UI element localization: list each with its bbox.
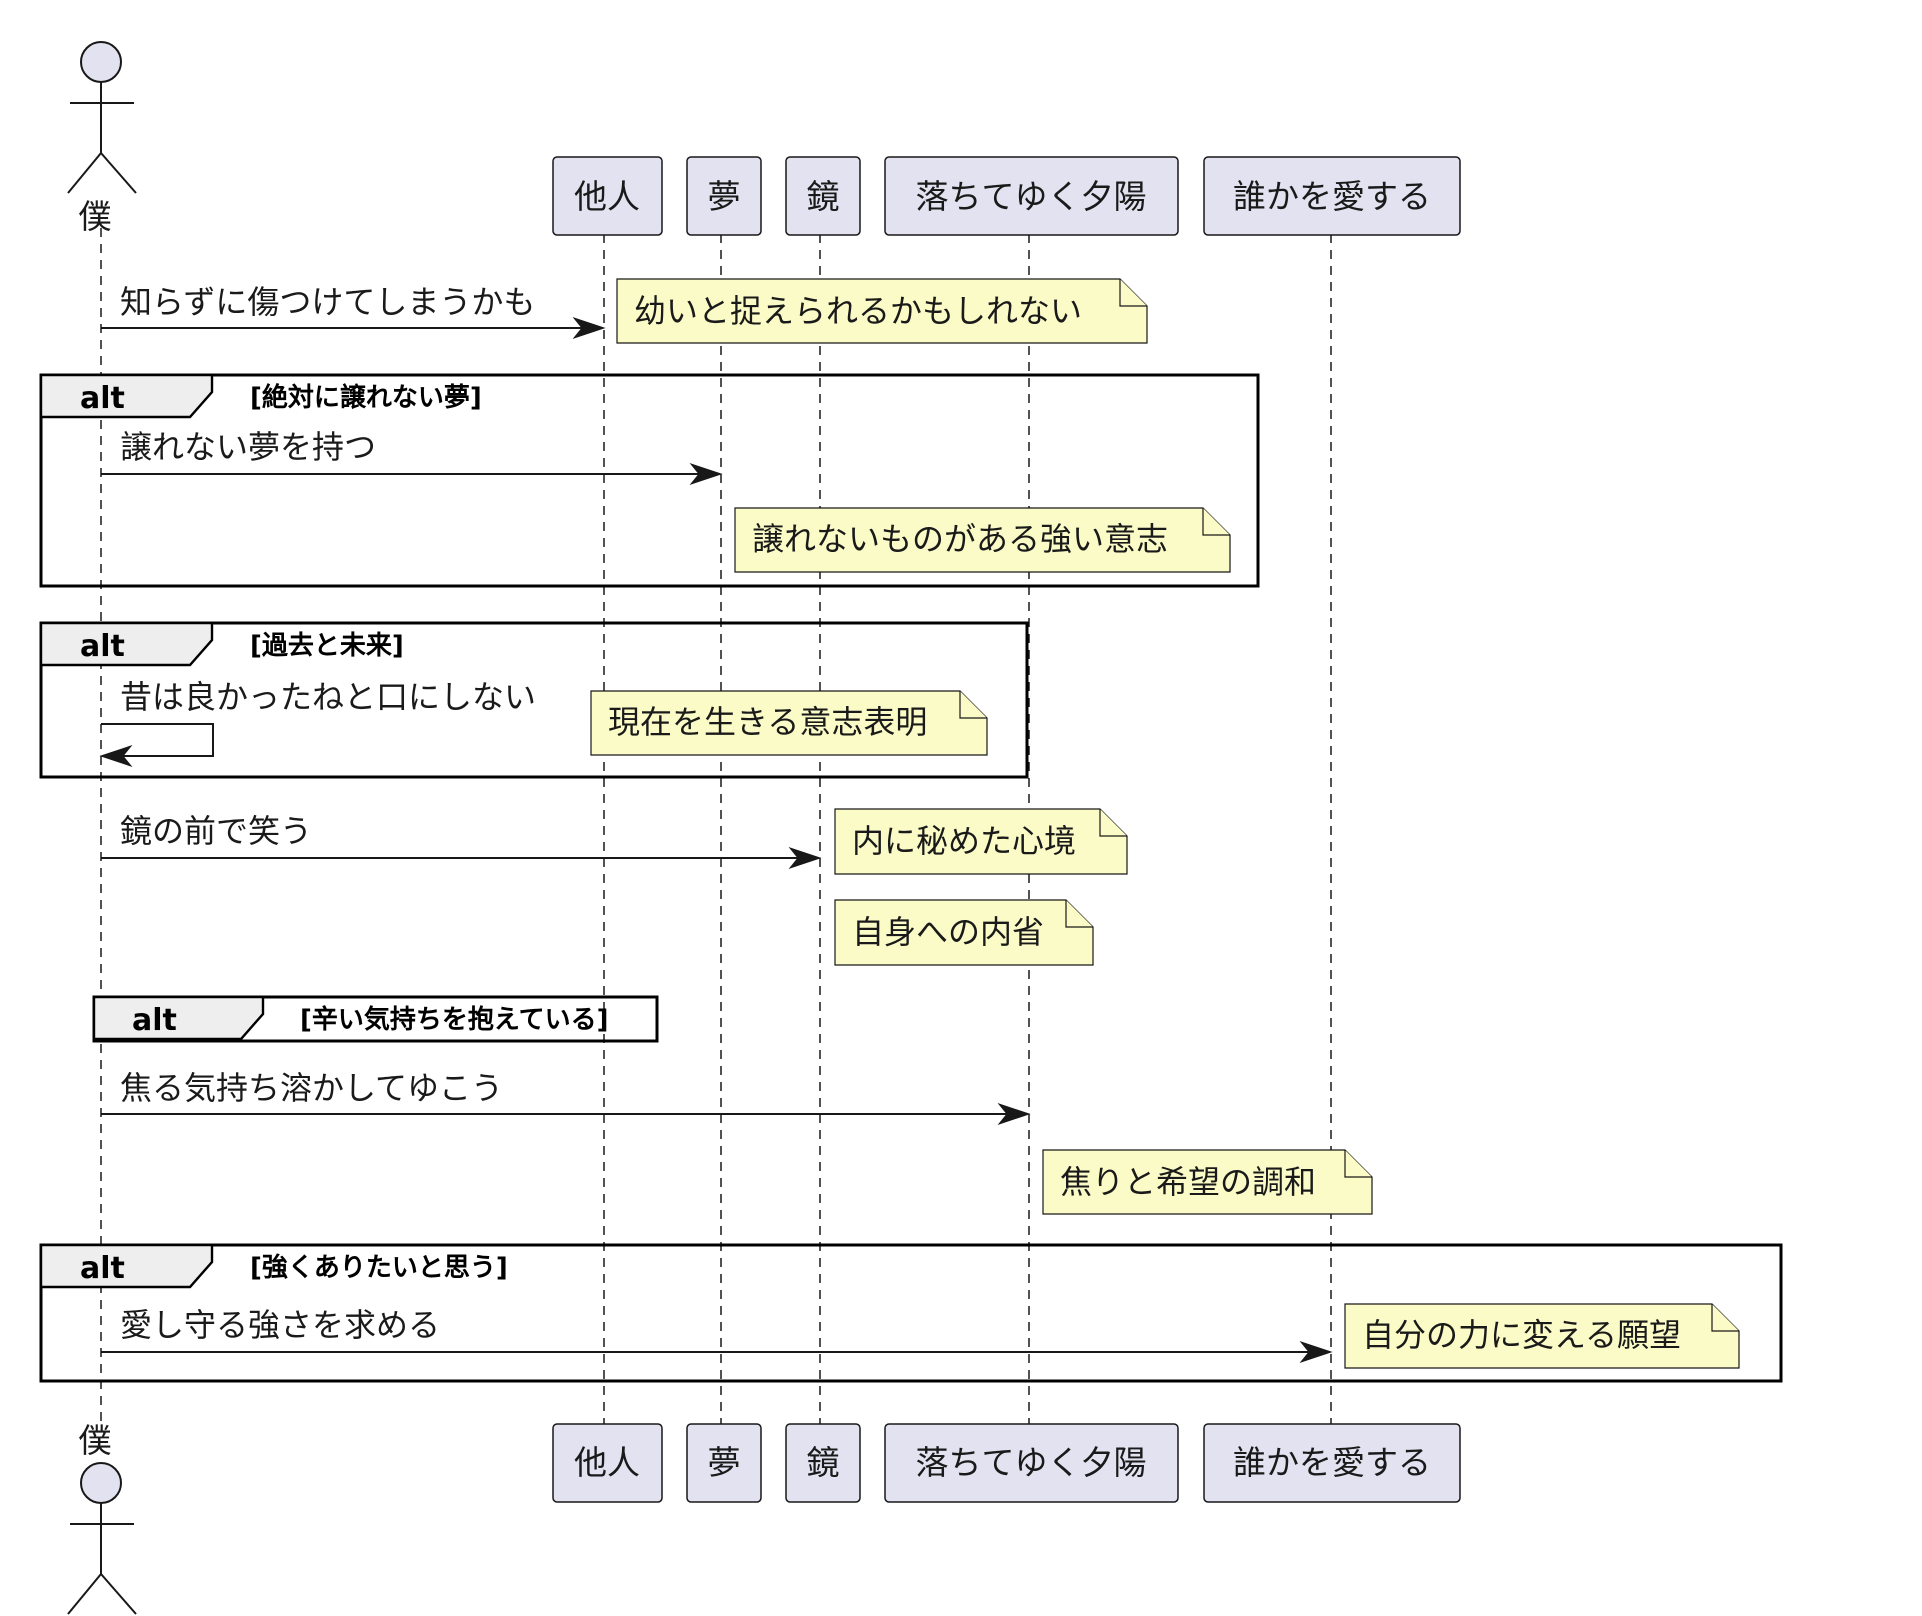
message-6: 愛し守る強さを求める: [101, 1306, 1333, 1364]
note-label: 現在を生きる意志表明: [608, 703, 927, 741]
note-label: 焦りと希望の調和: [1060, 1163, 1316, 1201]
participant-yume-top: 夢: [686, 156, 762, 236]
arrow-head-icon: [788, 846, 822, 870]
message-label: 焦る気持ち溶かしてゆこう: [120, 1069, 503, 1107]
note-label: 自分の力に変える願望: [1362, 1316, 1681, 1354]
frame-keyword: alt: [80, 1251, 125, 1286]
note-label: 内に秘めた心境: [852, 822, 1076, 860]
participant-yume-bottom: 夢: [686, 1423, 762, 1503]
participant-yuuhi-bottom: 落ちてゆく夕陽: [884, 1423, 1179, 1503]
frame-box: [39, 373, 1260, 588]
participant-label: 鏡: [807, 177, 840, 216]
note-6: 焦りと希望の調和: [1042, 1149, 1373, 1215]
frame-tab: [39, 1243, 214, 1289]
note-5: 自身への内省: [834, 899, 1094, 966]
participant-box: [785, 1423, 861, 1503]
alt-frame-3: alt [辛い気持ちを抱えている]: [92, 995, 659, 1043]
frame-condition: [絶対に譲れない夢]: [250, 382, 482, 413]
participant-box: [884, 1423, 1179, 1503]
frame-keyword: alt: [80, 629, 125, 664]
participant-label: 他人: [574, 177, 640, 216]
participant-label: 落ちてゆく夕陽: [916, 1443, 1147, 1482]
frame-keyword: alt: [80, 381, 125, 416]
frame-tab: [92, 995, 265, 1041]
note-label: 自身への内省: [852, 913, 1044, 951]
frame-keyword: alt: [132, 1003, 177, 1038]
participant-label: 誰かを愛する: [1233, 1443, 1431, 1482]
note-7: 自分の力に変える願望: [1344, 1303, 1740, 1369]
arrow-head-icon: [689, 462, 723, 486]
alt-frame-2: alt [過去と未来]: [39, 621, 1029, 779]
actor-head-icon: [80, 41, 122, 83]
frame-condition: [強くありたいと思う]: [250, 1253, 508, 1283]
frame-condition: [過去と未来]: [250, 631, 404, 661]
actor-boku-top: 僕: [67, 41, 137, 236]
participant-box: [686, 156, 762, 236]
message-label: 知らずに傷つけてしまうかも: [120, 283, 535, 321]
message-label: 譲れない夢を持つ: [120, 428, 376, 466]
message-4: 鏡の前で笑う: [101, 812, 822, 870]
note-label: 譲れないものがある強い意志: [752, 520, 1168, 558]
participant-label: 他人: [574, 1443, 640, 1482]
message-3: 昔は良かったねと口にしない: [99, 678, 536, 768]
arrow-head-icon: [572, 316, 606, 340]
note-label: 幼いと捉えられるかもしれない: [634, 292, 1082, 330]
message-label: 愛し守る強さを求める: [120, 1306, 440, 1344]
participant-box: [552, 156, 663, 236]
arrow-head-icon: [1299, 1340, 1333, 1364]
alt-frame-4: alt [強くありたいと思う]: [39, 1243, 1783, 1383]
participant-tanin-bottom: 他人: [552, 1423, 663, 1503]
frame-box: [39, 621, 1029, 779]
participant-kagami-top: 鏡: [785, 156, 861, 236]
actor-boku-bottom: 僕: [67, 1421, 137, 1615]
message-label: 鏡の前で笑う: [120, 812, 312, 850]
note-1: 幼いと捉えられるかもしれない: [616, 278, 1148, 344]
participant-label: 夢: [708, 177, 741, 216]
alt-frame-1: alt [絶対に譲れない夢]: [39, 373, 1260, 588]
actor-label-top: 僕: [79, 197, 112, 236]
participant-label: 鏡: [807, 1443, 840, 1482]
participant-box: [884, 156, 1179, 236]
participant-kagami-bottom: 鏡: [785, 1423, 861, 1503]
participant-label: 夢: [708, 1443, 741, 1482]
participant-label: 誰かを愛する: [1233, 177, 1431, 216]
message-label: 昔は良かったねと口にしない: [120, 678, 536, 716]
participant-label: 落ちてゆく夕陽: [916, 177, 1147, 216]
arrow-head-icon: [997, 1102, 1031, 1126]
actor-label-bottom: 僕: [79, 1421, 112, 1460]
note-2: 譲れないものがある強い意志: [734, 507, 1231, 573]
frame-tab: [39, 373, 214, 419]
participant-box: [686, 1423, 762, 1503]
message-5: 焦る気持ち溶かしてゆこう: [101, 1069, 1031, 1126]
participant-box: [1203, 1423, 1461, 1503]
message-1: 知らずに傷つけてしまうかも: [101, 283, 606, 340]
message-2: 譲れない夢を持つ: [101, 428, 723, 486]
participant-box: [1203, 156, 1461, 236]
frame-condition: [辛い気持ちを抱えている]: [300, 1004, 608, 1035]
arrow-head-icon: [99, 744, 133, 768]
participant-box: [552, 1423, 663, 1503]
actor-head-icon: [80, 1462, 122, 1504]
participant-box: [785, 156, 861, 236]
participant-ai-top: 誰かを愛する: [1203, 156, 1461, 236]
note-4: 内に秘めた心境: [834, 808, 1128, 875]
participant-ai-bottom: 誰かを愛する: [1203, 1423, 1461, 1503]
participant-yuuhi-top: 落ちてゆく夕陽: [884, 156, 1179, 236]
frame-box: [39, 1243, 1783, 1383]
note-3: 現在を生きる意志表明: [590, 690, 988, 756]
participant-tanin-top: 他人: [552, 156, 663, 236]
frame-tab: [39, 621, 214, 667]
